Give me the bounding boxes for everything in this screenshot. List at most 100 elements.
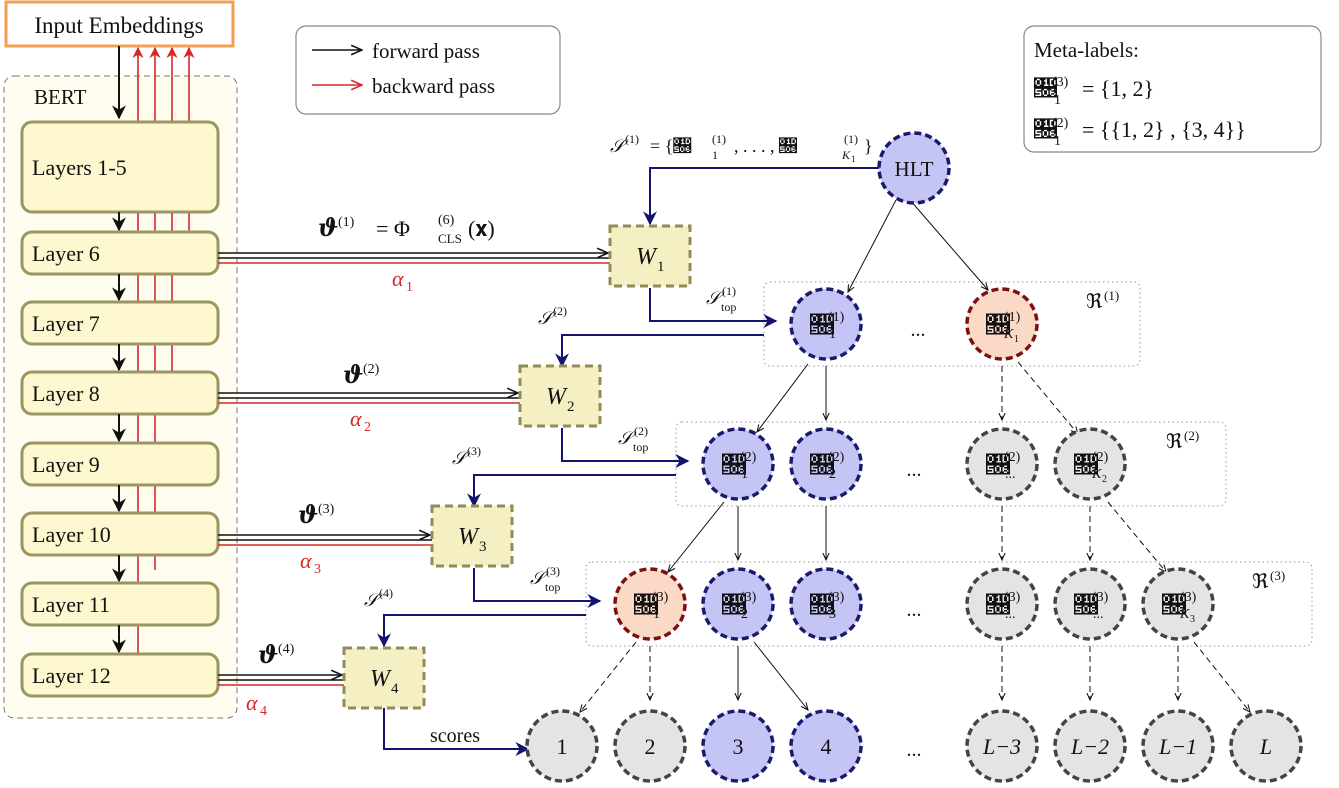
- s-top-label-3: 𝒮(3)top: [530, 564, 560, 594]
- svg-text:𝝑: 𝝑: [318, 216, 338, 242]
- meta-labels-box: [1023, 25, 1322, 153]
- svg-text:2: 2: [567, 399, 575, 415]
- svg-text:𝔆: 𝔆: [810, 453, 834, 479]
- layer-label: Layer 9: [32, 452, 100, 477]
- svg-text:CLS: CLS: [438, 231, 462, 246]
- theta-label-3: 𝝑(3): [298, 502, 335, 529]
- layer-7: Layer 7: [20, 300, 220, 346]
- svg-text:𝔆: 𝔆: [986, 593, 1010, 619]
- svg-text:1: 1: [1054, 93, 1061, 108]
- svg-text:...: ...: [1005, 607, 1016, 622]
- meta-line-1: 𝔆 (3) 1 = {1, 2}: [1034, 75, 1154, 108]
- region-label-1: ℜ (1): [1086, 288, 1119, 313]
- svg-text:(2): (2): [1052, 116, 1069, 131]
- svg-text:1: 1: [741, 467, 748, 482]
- layer-label: Layer 8: [32, 381, 100, 406]
- svg-text:(3): (3): [828, 590, 845, 605]
- hlt-node: HLT: [877, 131, 951, 205]
- svg-text:W: W: [546, 384, 568, 410]
- layer-6: Layer 6: [20, 230, 220, 276]
- svg-text:𝝑: 𝝑: [343, 363, 363, 389]
- cluster-node-l1-1: 𝔆(1) 1: [789, 287, 863, 361]
- svg-text:top: top: [545, 580, 560, 594]
- svg-text:2: 2: [364, 420, 371, 435]
- svg-text:1: 1: [1014, 334, 1019, 345]
- s1-label: 𝒮 (1) = {𝔆 (1) 1 , . . . , 𝔆 (1) K 1 }: [610, 132, 873, 164]
- layer-label: Layer 11: [32, 592, 110, 617]
- svg-text:(2): (2): [1004, 450, 1021, 465]
- svg-text:ℜ: ℜ: [1252, 571, 1269, 593]
- svg-text:1: 1: [1054, 134, 1061, 149]
- layer-10: Layer 10: [20, 511, 220, 557]
- svg-text:(4): (4): [379, 586, 393, 600]
- leaf-label: 4: [821, 734, 832, 759]
- leaf-node-4: 4: [789, 709, 863, 783]
- svg-text:= {{1, 2} , {3, 4}}: = {{1, 2} , {3, 4}}: [1082, 117, 1246, 142]
- svg-text:(3): (3): [1092, 590, 1109, 605]
- svg-text:top: top: [721, 300, 736, 314]
- svg-text:, . . . , 𝔆: , . . . , 𝔆: [734, 136, 797, 156]
- leaf-node-8: L: [1229, 709, 1303, 783]
- theta-label-4: 𝝑(4): [258, 642, 295, 669]
- svg-text:𝔆: 𝔆: [1034, 117, 1057, 142]
- svg-text:ℜ: ℜ: [1086, 291, 1103, 313]
- legend-forward-label: forward pass: [372, 39, 480, 63]
- layer-label: Layer 12: [32, 663, 111, 688]
- theta-label-1: 𝝑(1)= Φ(6)CLS(𝐱): [318, 213, 495, 246]
- cluster-node-l3-2: 𝔆(3)2: [701, 567, 775, 641]
- leaf-node-3: 3: [701, 709, 775, 783]
- leaf-label: 3: [733, 734, 744, 759]
- svg-text:W: W: [458, 524, 480, 550]
- svg-text:= {𝔆: = {𝔆: [650, 136, 691, 156]
- svg-text:1: 1: [406, 280, 413, 295]
- cluster-node-l3-4: 𝔆(3)...: [965, 567, 1039, 641]
- s-next-label-3: 𝒮(3): [452, 444, 481, 468]
- svg-text:𝝑: 𝝑: [298, 503, 318, 529]
- scores-label: scores: [430, 725, 480, 747]
- layer-12: Layer 12: [20, 652, 220, 698]
- svg-text:2: 2: [1102, 474, 1107, 485]
- svg-text:1: 1: [829, 327, 836, 342]
- ellipsis-level-3: ...: [907, 599, 922, 621]
- svg-text:(1): (1): [828, 310, 845, 325]
- svg-text:2: 2: [829, 467, 836, 482]
- svg-text:α: α: [246, 690, 258, 715]
- cluster-node-l2-1: 𝔆(2)1: [701, 427, 775, 501]
- layer-8: Layer 8: [20, 370, 220, 416]
- svg-text:2: 2: [741, 607, 748, 622]
- ellipsis-level-2: ...: [907, 459, 922, 481]
- svg-text:(𝐱): (𝐱): [468, 216, 495, 241]
- svg-text:(1): (1): [338, 215, 355, 230]
- svg-text:𝔆: 𝔆: [1074, 593, 1098, 619]
- s-top-label-2: 𝒮(2)top: [618, 424, 648, 454]
- tree-edges: [668, 199, 988, 710]
- theta-label-2: 𝝑(2): [343, 362, 380, 389]
- region-label-2: ℜ (2): [1166, 428, 1199, 453]
- svg-text:(2): (2): [1184, 428, 1199, 443]
- svg-text:top: top: [633, 440, 648, 454]
- cluster-node-l3-1: 𝔆(3)1: [613, 567, 687, 641]
- svg-text:𝔆: 𝔆: [1162, 593, 1186, 619]
- svg-text:3: 3: [314, 562, 321, 577]
- svg-text:1: 1: [657, 259, 665, 275]
- svg-text:3: 3: [479, 539, 487, 555]
- svg-text:}: }: [864, 136, 873, 156]
- svg-text:(1): (1): [1104, 288, 1119, 303]
- leaf-node-7: L−1: [1141, 709, 1215, 783]
- svg-text:𝔆: 𝔆: [810, 313, 834, 339]
- leaf-label: L: [1259, 734, 1272, 759]
- svg-text:1: 1: [712, 148, 718, 162]
- ellipsis-level-1: ...: [911, 319, 926, 341]
- svg-text:...: ...: [1093, 607, 1104, 622]
- svg-text:ℜ: ℜ: [1166, 431, 1183, 453]
- leaf-label: L−2: [1070, 734, 1109, 759]
- svg-text:(1): (1): [712, 132, 726, 146]
